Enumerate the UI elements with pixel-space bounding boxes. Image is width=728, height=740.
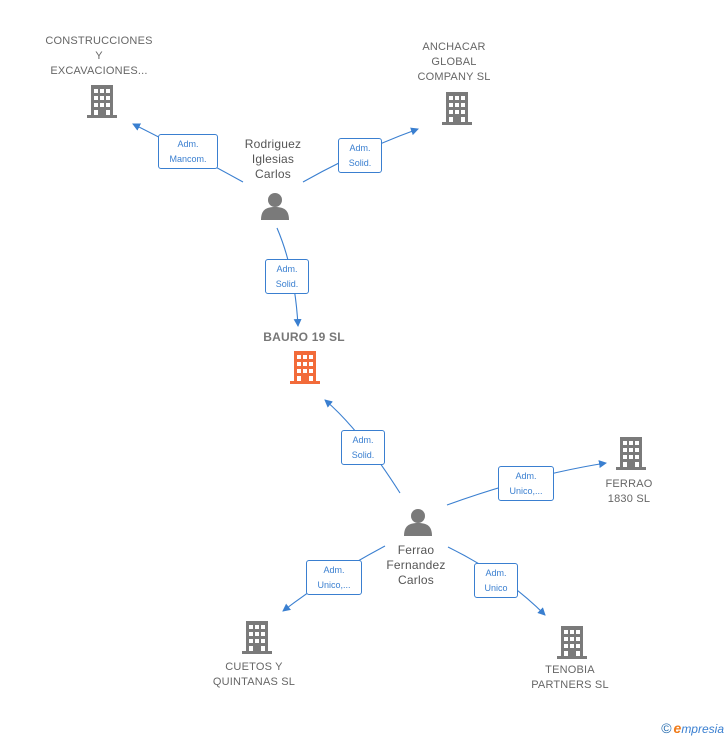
node-label-ferrao-person[interactable]: Ferrao Fernandez Carlos [386,543,446,587]
node-label-anchacar[interactable]: ANCHACAR GLOBAL COMPANY SL [417,41,491,83]
building-icon[interactable] [87,85,117,118]
empresia-credit[interactable]: ©empresia [661,720,724,736]
edge-label-rodriguez-construcciones: Adm. Mancom. [158,134,218,169]
edge-label-ferrao-cuetos: Adm. Unico,... [306,560,362,595]
node-label-construcciones[interactable]: CONSTRUCCIONES Y EXCAVACIONES... [45,35,153,77]
node-label-bauro[interactable]: BAURO 19 SL [263,330,345,344]
brand-name: mpresia [681,722,724,736]
node-label-ferrao1830[interactable]: FERRAO 1830 SL [605,478,653,505]
building-icon[interactable] [290,351,320,384]
node-label-cuetos[interactable]: CUETOS Y QUINTANAS SL [212,661,296,688]
edge-label-ferrao-ferrao1830: Adm. Unico,... [498,466,554,501]
edge-label-rodriguez-bauro: Adm. Solid. [265,259,309,294]
edge-label-ferrao-bauro: Adm. Solid. [341,430,385,465]
edge-label-ferrao-tenobia: Adm. Unico [474,563,518,598]
person-icon[interactable] [261,193,289,220]
building-icon[interactable] [557,626,587,659]
copyright-icon: © [661,720,672,736]
building-icon[interactable] [442,92,472,125]
edge-label-rodriguez-anchacar: Adm. Solid. [338,138,382,173]
person-icon[interactable] [404,509,432,536]
building-icon[interactable] [616,437,646,470]
brand-initial: e [673,720,682,736]
node-label-tenobia[interactable]: TENOBIA PARTNERS SL [531,664,609,691]
node-label-rodriguez[interactable]: Rodriguez Iglesias Carlos [244,137,302,181]
building-icon[interactable] [242,621,272,654]
